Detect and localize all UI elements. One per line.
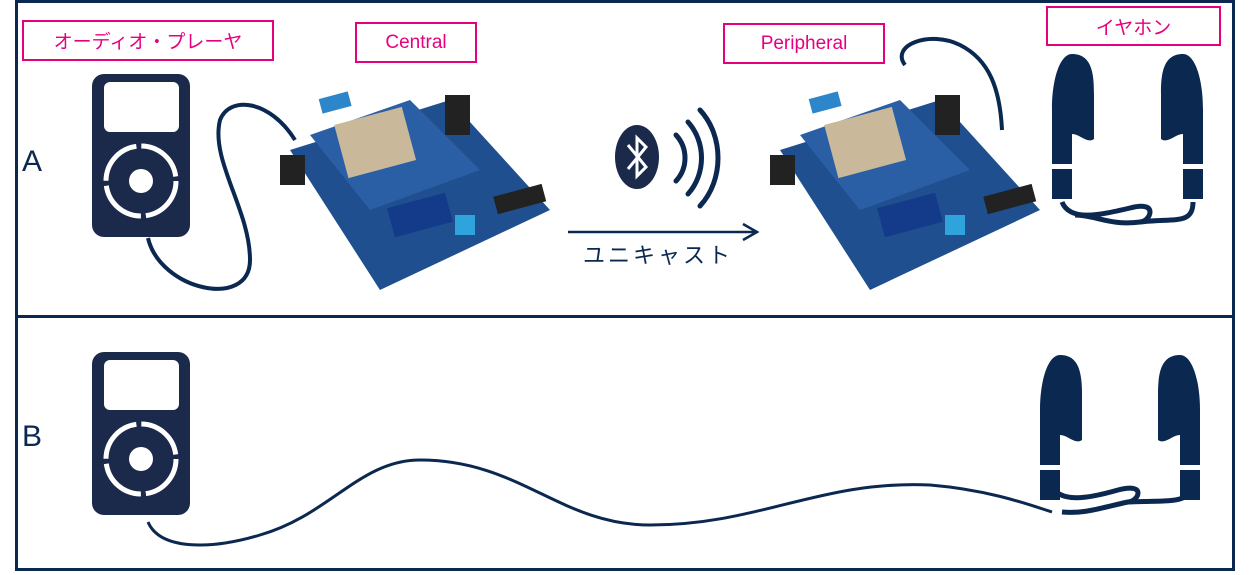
row-letter-a: A — [22, 145, 43, 178]
central-board — [280, 91, 550, 290]
unicast-caption: ユニキャスト — [583, 243, 734, 268]
label-central: Central — [355, 22, 477, 63]
row-letter-b: B — [22, 420, 43, 453]
bluetooth-icon — [615, 125, 659, 189]
unicast-arrow — [568, 222, 760, 242]
wireless-waves-icon — [673, 107, 721, 209]
audio-player-icon-b — [92, 352, 190, 515]
audio-player-icon-a — [92, 74, 190, 237]
label-audio-player: オーディオ・プレーヤ — [22, 20, 274, 61]
diagram-frame — [15, 0, 1235, 571]
earphones-icon-a — [1052, 54, 1203, 226]
label-earphones: イヤホン — [1046, 6, 1221, 46]
earphones-icon-b — [1040, 355, 1200, 515]
label-peripheral: Peripheral — [723, 23, 885, 64]
panel-divider — [15, 315, 1235, 318]
